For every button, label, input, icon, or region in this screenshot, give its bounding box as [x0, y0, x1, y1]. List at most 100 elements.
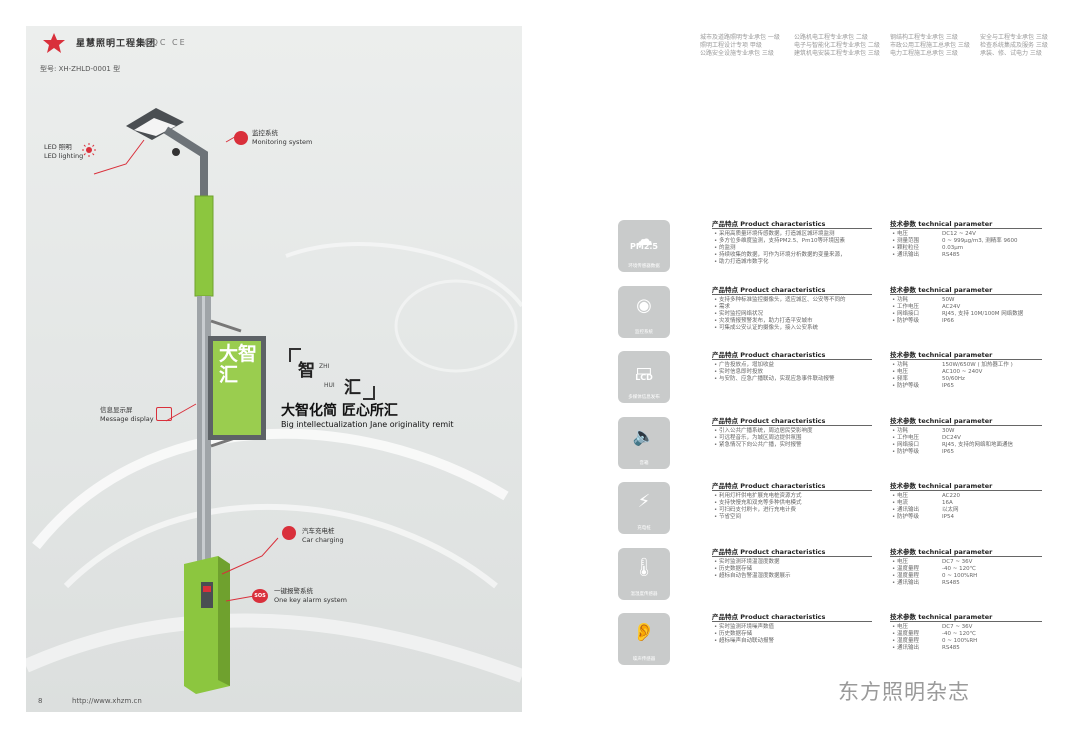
slogan-chinese: 大智化简 匠心所汇 — [281, 403, 398, 419]
feature-item: • 持续收集的数据，可作为环境分析数据的变量来源， — [714, 252, 846, 258]
icon-label: PM2.5 — [630, 242, 658, 251]
parameter-key: • 通讯输出 — [892, 645, 919, 651]
technical-parameter-title: 技术参数 technical parameter — [890, 351, 993, 359]
parameter-key: • 工作电压 — [892, 303, 919, 310]
parameter-key: • 电压 — [892, 493, 908, 499]
parameter-key: • 湿度量程 — [892, 638, 919, 644]
technical-parameter-title: 技术参数 technical parameter — [890, 482, 993, 490]
parameter-key: • 网络接口 — [892, 441, 919, 448]
display-screen-text: 大智汇 — [219, 343, 258, 386]
icon-caption: 噪声传感器 — [632, 657, 656, 662]
product-characteristics-title: 产品特点 Product characteristics — [712, 613, 826, 621]
qualification-text-1: 城市及道路照明专业承包 一级 — [700, 34, 780, 41]
parameter-value: RJ45, 支持 10M/100M 网络数据 — [942, 310, 1024, 317]
feature-item: • 助力打造城市数字化 — [714, 259, 769, 265]
parameter-value: 30W — [942, 427, 955, 434]
message-display-label-en: Message display — [100, 415, 154, 423]
feature-item: • 需求 — [714, 303, 730, 310]
slogan-zhi-latin: ZHI — [319, 363, 330, 370]
technical-parameter-title: 技术参数 technical parameter — [890, 416, 993, 425]
sos-alarm-icon: SOS — [252, 589, 268, 603]
icon-glyph: ◉ — [636, 294, 652, 316]
message-display-label-zh: 信息显示屏 — [100, 406, 133, 414]
display-screen-icon — [156, 407, 172, 421]
right-page: 城市及道路照明专业承包 一级 照明工程设计专项 甲级 公路安全设施专业承包 三级… — [596, 26, 1070, 712]
parameter-value: AC100 ~ 240V — [942, 369, 983, 375]
led-sun-icon — [82, 142, 96, 157]
monitoring-camera-icon — [234, 131, 248, 145]
feature-item: • 灾发情报预警发布，助力打造平安城市 — [714, 317, 813, 324]
qualification-text-4: 公路机电工程专业承包 二级 — [794, 34, 868, 41]
parameter-value: 50W — [942, 296, 955, 303]
technical-parameter-title: 技术参数 technical parameter — [890, 220, 993, 228]
feature-item: • 可远程音乐，为城区周边提供氛围 — [714, 434, 802, 441]
alarm-label-zh: 一键报警系统 — [274, 587, 313, 595]
feature-item: • 支持多种标准监控摄像头，适应城区、公安等不同的 — [714, 296, 846, 303]
feature-item: • 与安防、应急广播联动，实现应急事件联动报警 — [714, 376, 835, 382]
qualification-text-3: 公路安全设施专业承包 三级 — [700, 50, 774, 57]
section-divider — [890, 293, 1042, 295]
feature-item: • 利用灯杆供电扩展充电桩资源方式 — [714, 493, 802, 499]
qualification-text-12: 承装、修、试电力 三级 — [980, 50, 1042, 57]
feature-item: • 历史数据存储 — [714, 565, 752, 572]
parameter-key: • 测量范围 — [892, 238, 919, 244]
parameter-key: • 电压 — [892, 231, 908, 237]
section-divider — [712, 424, 872, 426]
parameter-key: • 功耗 — [892, 362, 908, 368]
parameter-key: • 工作电压 — [892, 434, 919, 441]
parameter-key: • 温度量程 — [892, 631, 919, 637]
technical-parameter-title: 技术参数 technical parameter — [890, 613, 993, 621]
parameter-key: • 防护等级 — [892, 317, 919, 324]
icon-glyph: ⚡ — [637, 491, 651, 512]
feature-item: • 采用高质量环境传感数据，打造城区城环境监测 — [714, 231, 835, 237]
feature-item: • 支持快慢充和双充等多种供电模式 — [714, 500, 802, 506]
thermometer-icon: 🌡温湿度传感器 — [618, 547, 670, 600]
parameter-key: • 防护等级 — [892, 383, 919, 389]
icon-caption: 音箱 — [639, 460, 649, 466]
parameter-value: AC220 — [942, 493, 961, 499]
parameter-value: 0.03μm — [942, 245, 964, 251]
product-characteristics-title: 产品特点 Product characteristics — [712, 482, 826, 490]
qualification-text-5: 电子与智能化工程专业承包 二级 — [794, 42, 880, 49]
icon-glyph: ☁ — [635, 229, 653, 250]
model-number: 型号: XH-ZHLD-0001 型 — [40, 65, 121, 73]
product-characteristics-title: 产品特点 Product characteristics — [712, 351, 826, 359]
parameter-key: • 通讯输出 — [892, 579, 919, 586]
parameter-key: • 功耗 — [892, 427, 908, 434]
website-url[interactable]: http://www.xhzm.cn — [72, 697, 142, 705]
qualification-text-10: 安全与工程专业承包 三级 — [980, 34, 1048, 41]
feature-item: • 实时监控网络状况 — [714, 310, 763, 317]
icon-label: LCD — [635, 373, 653, 382]
section-divider — [890, 359, 1042, 360]
icon-caption: 充电桩 — [637, 526, 651, 531]
parameter-value: 0 ~ 100%RH — [942, 638, 978, 644]
parameter-value: 150W/650W ( 加热器工作 ) — [942, 362, 1013, 368]
parameter-value: DC7 ~ 36V — [942, 558, 973, 565]
section-divider — [890, 424, 1042, 426]
left-page: 星慧照明工程集团 CQC CE 型号: XH-ZHLD-0001 型 大智汇 — [26, 26, 522, 712]
section-divider — [712, 293, 872, 295]
icon-glyph: 👂 — [632, 622, 656, 643]
led-lighting-label-zh: LED 照明 — [44, 143, 72, 151]
parameter-value: 以太网 — [942, 507, 959, 513]
parameter-key: • 频率 — [892, 376, 908, 382]
parameter-value: RS485 — [942, 252, 960, 258]
section-divider — [890, 228, 1042, 229]
slogan-hui-char: 汇 — [344, 378, 361, 398]
product-characteristics-title: 产品特点 Product characteristics — [712, 285, 826, 294]
parameter-value: 50/60Hz — [942, 376, 965, 382]
parameter-value: 0 ~ 999μg/m3, 测精率 9600 — [942, 238, 1018, 244]
parameter-value: -40 ~ 120℃ — [942, 565, 976, 572]
section-divider — [712, 621, 872, 622]
parameter-key: • 功耗 — [892, 296, 908, 303]
feature-item: • 可集成公安认证的摄像头，接入公安系统 — [714, 324, 818, 331]
section-divider — [712, 555, 872, 557]
smart-pole-illustration — [93, 108, 279, 694]
parameter-key: • 防护等级 — [892, 514, 919, 520]
parameter-value: IP65 — [942, 448, 954, 455]
icon-caption: 监控系统 — [635, 329, 653, 335]
car-charging-label-zh: 汽车充电桩 — [302, 527, 335, 535]
parameter-value: RS485 — [942, 579, 960, 586]
feature-item: • 可扫码支付刷卡，进行充电计费 — [714, 507, 796, 513]
